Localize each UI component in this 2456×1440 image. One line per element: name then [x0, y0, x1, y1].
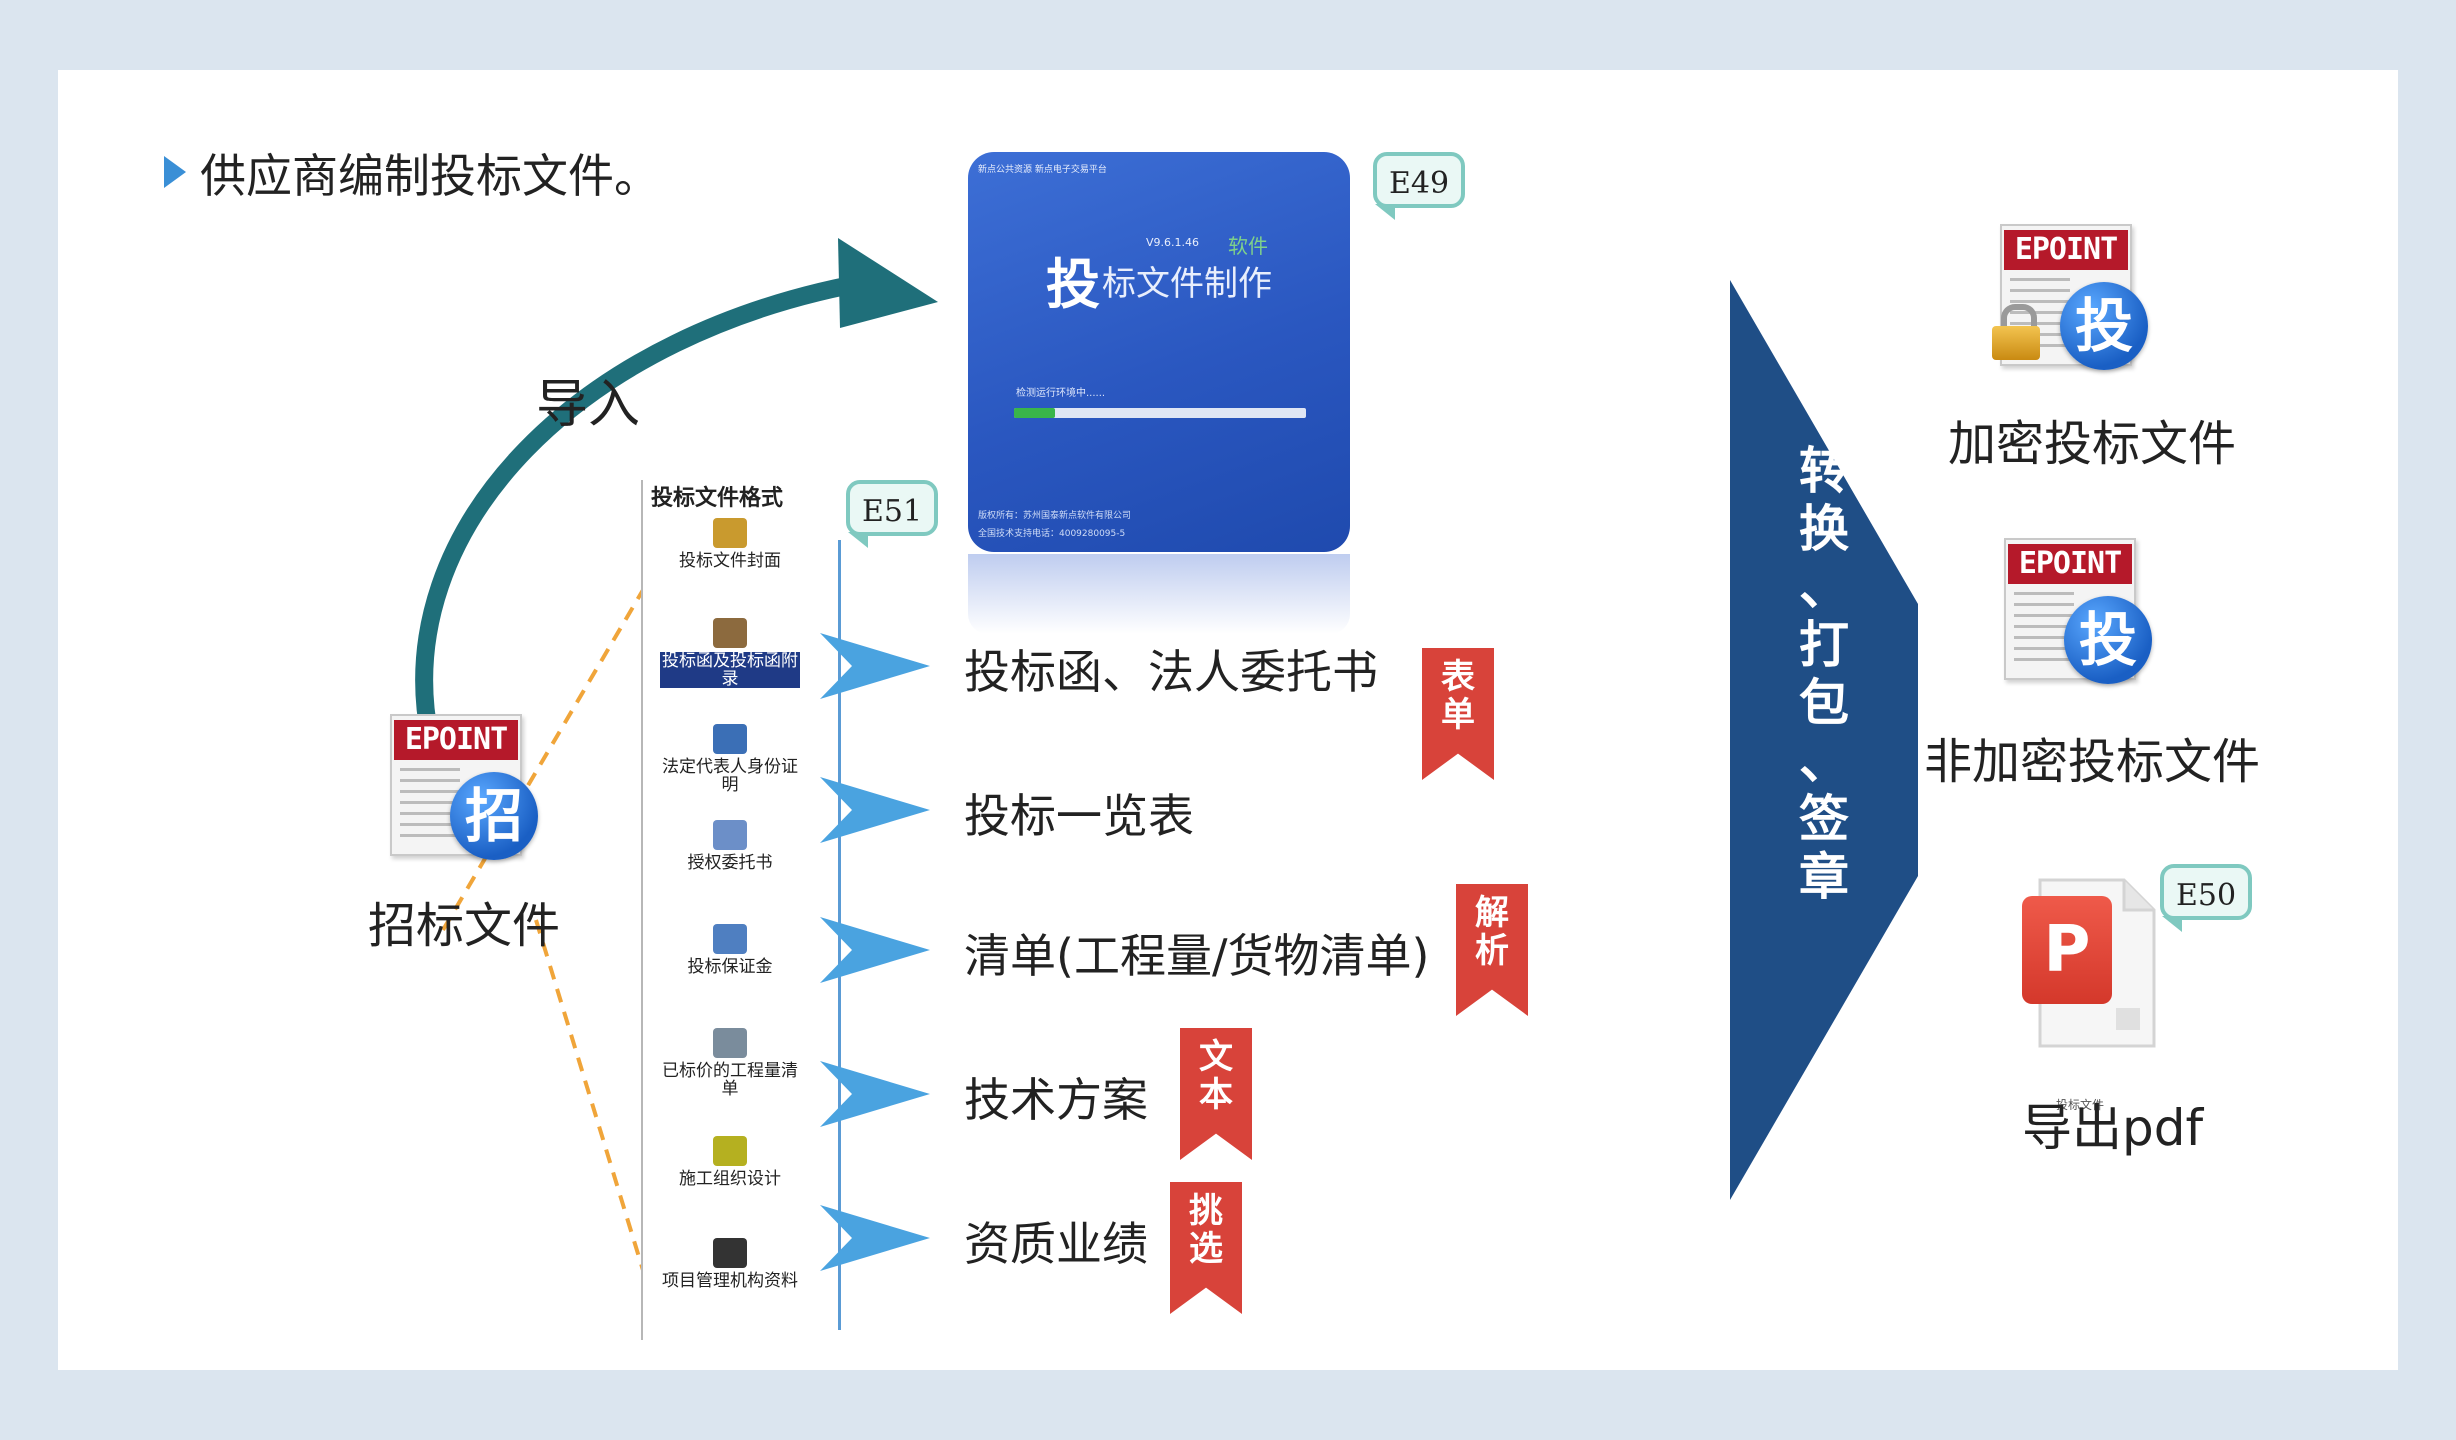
- format-panel: [641, 480, 839, 1340]
- chevron-right-icon: [820, 1061, 930, 1127]
- import-arrowhead-icon: [838, 238, 938, 328]
- plain-doc-caption: 非加密投标文件: [1924, 734, 2261, 790]
- encrypted-doc-caption: 加密投标文件: [1948, 416, 2237, 472]
- tag-e49: E49: [1373, 152, 1466, 220]
- tag-e50: E50: [2160, 864, 2253, 932]
- process-chevron-icon: [1730, 280, 1918, 1200]
- pdf-caption: 导出pdf: [2022, 1099, 2204, 1157]
- book-icon: [713, 1028, 747, 1058]
- bid-section-item: 技术方案: [964, 1073, 1148, 1127]
- format-item-label: 授权委托书: [687, 853, 773, 873]
- format-item-label: 投标文件封面: [679, 551, 781, 571]
- diagram-canvas: 供应商编制投标文件。 导入 EPOINT 招 招标文件 新点公共资源 新点电子交…: [58, 70, 2398, 1370]
- bullet-triangle-icon: [164, 156, 186, 188]
- bid-section-item: 投标函、法人委托书: [964, 645, 1378, 699]
- epoint-brand-label: EPOINT: [2004, 230, 2128, 270]
- plain-doc-icon: EPOINT 投: [2004, 530, 2152, 684]
- format-panel-header: 投标文件格式: [651, 486, 784, 511]
- ribbon-badge: 文本: [1180, 1028, 1252, 1160]
- document-icon: [713, 820, 747, 850]
- id-card-icon: [713, 724, 747, 754]
- pdf-logo-icon: P: [2022, 896, 2112, 1004]
- folder-icon: [713, 518, 747, 548]
- dashed-connector-top: [441, 588, 645, 932]
- splash-footer-support: 全国技术支持电话：4009280095-5: [978, 529, 1126, 539]
- intro-text: 供应商编制投标文件。: [200, 149, 660, 203]
- tender-doc-caption: 招标文件: [368, 898, 561, 954]
- format-item[interactable]: 投标保证金: [660, 924, 800, 976]
- format-item[interactable]: 已标价的工程量清单: [660, 1028, 800, 1098]
- format-item[interactable]: 授权委托书: [660, 820, 800, 872]
- splash-progress-fill: [1014, 408, 1055, 418]
- splash-big-char: 投: [1046, 253, 1100, 316]
- bid-section-item: 清单(工程量/货物清单): [964, 929, 1430, 983]
- splash-title: 标文件制作: [1102, 264, 1272, 304]
- clipboard-icon: [713, 618, 747, 648]
- stapler-icon: [713, 1238, 747, 1268]
- chevron-right-icon: [820, 1205, 930, 1271]
- splash-top-text: 新点公共资源 新点电子交易平台: [978, 165, 1107, 175]
- format-item[interactable]: 投标文件封面: [660, 518, 800, 570]
- splash-footer-copyright: 版权所有：苏州国泰新点软件有限公司: [978, 511, 1132, 521]
- format-item-label: 法定代表人身份证明: [662, 757, 798, 795]
- dashed-connector-bottom: [534, 919, 648, 1281]
- bid-section-item: 资质业绩: [964, 1217, 1148, 1271]
- format-item-label: 投标函及投标函附录: [660, 651, 800, 689]
- pdf-small-label: 投标文件: [2056, 1098, 2105, 1112]
- format-item[interactable]: 项目管理机构资料: [660, 1238, 800, 1290]
- splash-loading-text: 检测运行环境中......: [1016, 388, 1106, 399]
- format-item[interactable]: 投标函及投标函附录: [660, 618, 800, 688]
- splash-progress-bar: [1014, 408, 1306, 418]
- process-text: 转换、打包、签章: [1799, 442, 1849, 906]
- splash-reflection: [968, 554, 1350, 634]
- encrypted-doc-icon: EPOINT 投: [1992, 216, 2148, 370]
- tender-doc-icon: EPOINT 招: [390, 706, 538, 860]
- tender-glyph: 招: [450, 772, 538, 860]
- bid-glyph: 投: [2064, 596, 2152, 684]
- bid-section-item: 投标一览表: [964, 789, 1194, 843]
- chevron-right-icon: [820, 633, 930, 699]
- epoint-brand-label: EPOINT: [394, 720, 518, 760]
- epoint-brand-label: EPOINT: [2008, 544, 2132, 584]
- bid-glyph: 投: [2060, 282, 2148, 370]
- chevron-right-icon: [820, 777, 930, 843]
- format-item-label: 施工组织设计: [679, 1169, 781, 1189]
- format-item-label: 项目管理机构资料: [662, 1271, 798, 1291]
- format-item[interactable]: 施工组织设计: [660, 1136, 800, 1188]
- format-item-label: 投标保证金: [687, 957, 773, 977]
- books-icon: [713, 1136, 747, 1166]
- import-arrow: [415, 271, 887, 747]
- import-label: 导入: [536, 375, 641, 435]
- form-icon: [713, 924, 747, 954]
- software-splash-window: 新点公共资源 新点电子交易平台 V9.6.1.46 软件 投 标文件制作 检测运…: [968, 152, 1350, 552]
- splash-soft-label: 软件: [1228, 234, 1268, 258]
- format-item-label: 已标价的工程量清单: [662, 1061, 798, 1099]
- format-item[interactable]: 法定代表人身份证明: [660, 724, 800, 794]
- chevron-right-icon: [820, 917, 930, 983]
- tag-e51: E51: [846, 480, 939, 548]
- splash-version: V9.6.1.46: [1146, 236, 1200, 249]
- lock-icon: [1992, 304, 2040, 360]
- connector-layer: [415, 238, 938, 1281]
